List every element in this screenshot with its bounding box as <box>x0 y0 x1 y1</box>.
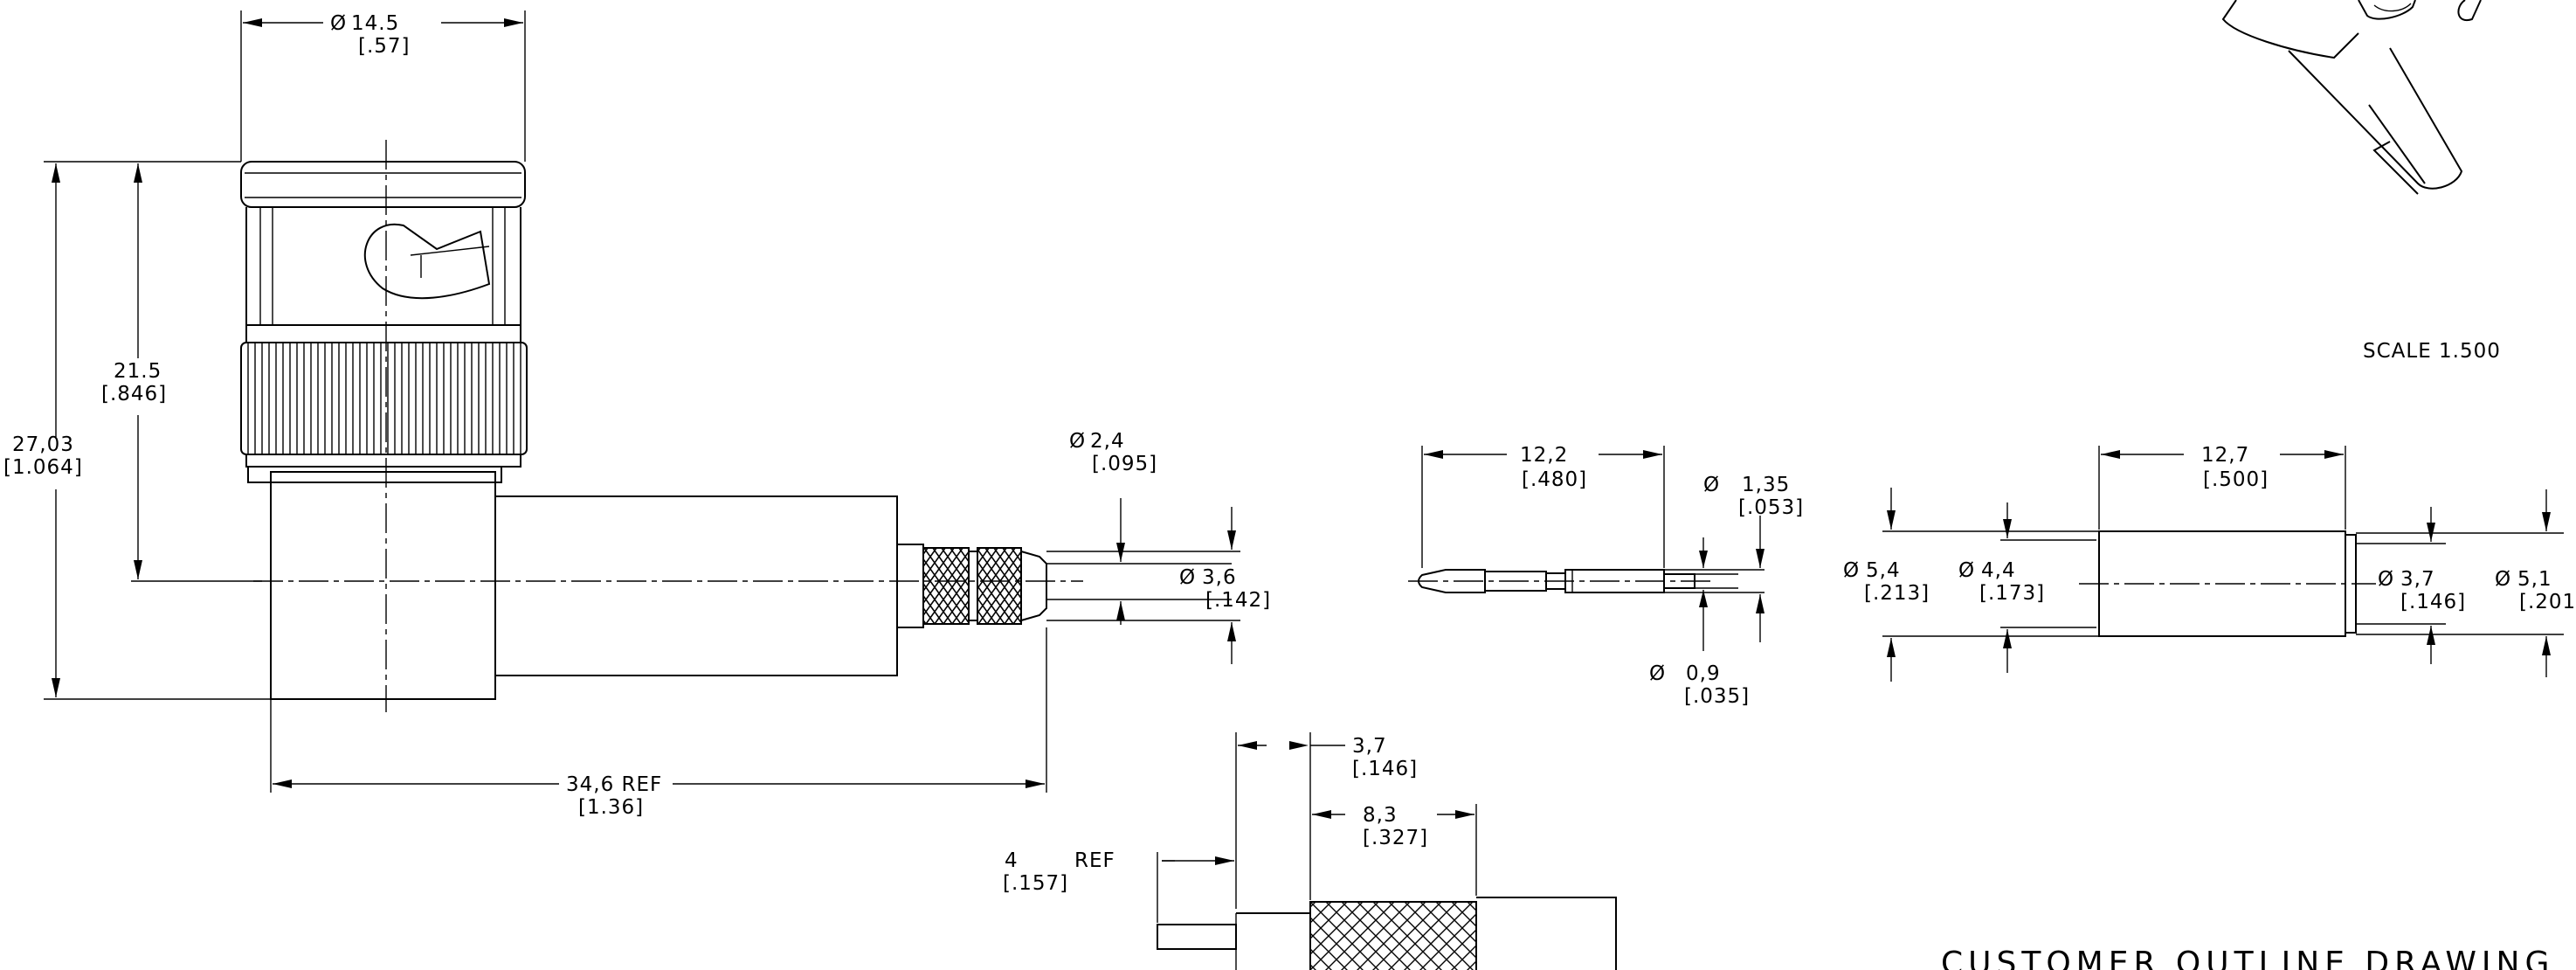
dim-ferrule-id-left-in: [.173] <box>1979 582 2045 605</box>
dim-ferrule-id-left-mm: 4,4 <box>1981 559 2016 582</box>
dim-ferrule-od-right-in: [.201] <box>2519 591 2576 613</box>
dim-pin-dia-large-in: [.053] <box>1738 496 1804 519</box>
dim-tip-dia-symbol: Ø <box>1069 430 1086 453</box>
contact-pin-dimension-text: 12,2 [.480] Ø 1,35 [.053] Ø 0,9 [.035] <box>1520 444 1804 708</box>
side-view-dimension-text: Ø 14.5 [.57] 27,03 [1.064] 21.5 [.846] Ø… <box>3 12 1271 819</box>
dim-strip1-in: [.146] <box>1352 758 1418 780</box>
dim-length-in: [1.36] <box>578 796 644 819</box>
dim-center-height-in: [.846] <box>101 383 167 405</box>
dim-ferrule-od-right-mm: 5,1 <box>2517 568 2552 591</box>
dim-ferrule-id-right-in: [.146] <box>2400 591 2466 613</box>
title-block-text: CUSTOMER OUTLINE DRAWING <box>1941 946 2554 970</box>
dim-center-height-mm: 21.5 <box>114 360 162 383</box>
cable-strip-dimension-text: 3,7 [.146] 8,3 [.327] 4 REF [.157] <box>1003 735 1428 895</box>
dim-ferrule-length-in: [.500] <box>2203 468 2269 491</box>
dim-pin-length-in: [.480] <box>1522 468 1587 491</box>
dim-ferrule-od-left-in: [.213] <box>1864 582 1930 605</box>
dim-overall-height-mm: 27,03 <box>12 433 74 456</box>
dim-strip-ref-in: [.157] <box>1003 872 1068 895</box>
cable-strip-detail <box>1157 897 1617 970</box>
side-view-dimensions <box>44 10 1240 793</box>
dim-strip2-mm: 8,3 <box>1363 804 1398 827</box>
dim-ferrule-length-mm: 12,7 <box>2201 444 2249 467</box>
dim-crimp-dia-mm: 3,6 <box>1202 566 1237 589</box>
crimp-ferrule <box>2079 530 2376 637</box>
contact-pin <box>1408 569 1712 593</box>
ferrule-dimensions <box>1882 446 2564 682</box>
dim-pin-dia-large-symbol: Ø <box>1703 474 1720 496</box>
dim-tip-dia-mm: 2,4 <box>1090 430 1125 453</box>
scale-note: SCALE 1.500 <box>2363 340 2501 363</box>
dim-crimp-dia-in: [.142] <box>1205 589 1271 612</box>
dim-pin-dia-large-mm: 1,35 <box>1742 474 1790 496</box>
dim-overall-height-in: [1.064] <box>3 456 83 479</box>
dim-ferrule-od-left-symbol: Ø <box>1843 559 1860 582</box>
dim-top-dia-in: [.57] <box>358 35 411 58</box>
dim-ferrule-od-left-mm: 5,4 <box>1866 559 1901 582</box>
dim-ferrule-id-left-symbol: Ø <box>1958 559 1975 582</box>
dim-ferrule-od-right-symbol: Ø <box>2495 568 2511 591</box>
dim-pin-dia-small-mm: 0,9 <box>1686 662 1721 685</box>
isometric-view <box>2221 0 2482 195</box>
dim-top-dia-symbol: Ø <box>330 12 347 35</box>
dim-tip-dia-in: [.095] <box>1092 453 1157 475</box>
connector-side-view <box>240 140 1083 712</box>
dim-pin-dia-small-in: [.035] <box>1684 685 1750 708</box>
contact-pin-dimensions <box>1421 446 1765 651</box>
ferrule-dimension-text: 12,7 [.500] Ø 5,4 [.213] Ø 4,4 [.173] Ø … <box>1843 444 2576 613</box>
dim-strip2-in: [.327] <box>1363 827 1428 849</box>
dim-pin-length-mm: 12,2 <box>1520 444 1568 467</box>
dim-crimp-dia-symbol: Ø <box>1179 566 1196 589</box>
dim-length-mm: 34,6 REF <box>566 773 662 796</box>
dim-pin-dia-small-symbol: Ø <box>1649 662 1666 685</box>
dim-ferrule-id-right-mm: 3,7 <box>2400 568 2435 591</box>
dim-strip1-mm: 3,7 <box>1352 735 1387 758</box>
dim-ferrule-id-right-symbol: Ø <box>2378 568 2394 591</box>
dim-strip-ref-mm: 4 <box>1005 849 1019 872</box>
dim-strip-ref-label: REF <box>1074 849 1115 872</box>
cable-strip-dimensions <box>1157 732 1477 923</box>
dim-top-dia-mm: 14.5 <box>351 12 399 35</box>
